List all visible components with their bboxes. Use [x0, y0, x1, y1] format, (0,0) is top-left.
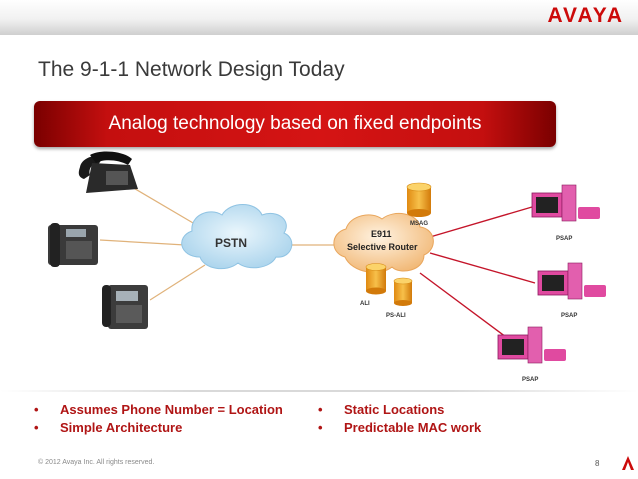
banner-text: Analog technology based on fixed endpoin… [108, 113, 482, 134]
bullet-glyph: • [34, 420, 39, 435]
page-number: 8 [595, 459, 600, 468]
psap-workstation-icon-1: PSAP [531, 184, 600, 242]
db-psali-label: PS-ALI [386, 313, 406, 319]
psap-label-2: PSAP [561, 313, 577, 319]
network-diagram: PSTN E911 Selective Router MSAG ALI PS-A… [48, 151, 606, 383]
db-ali-label: ALI [360, 301, 370, 307]
desk-phone-icon-1 [78, 151, 138, 193]
desk-phone-icon-2 [48, 223, 98, 267]
subtitle-banner: Analog technology based on fixed endpoin… [34, 101, 556, 147]
bullet-text: Predictable MAC work [344, 420, 482, 435]
link-router-psap2 [429, 252, 536, 284]
link-phone3-pstn [149, 264, 206, 301]
avaya-logo: AVAYA [547, 4, 624, 27]
copyright-text: © 2012 Avaya Inc. All rights reserved. [38, 459, 155, 466]
bullet-text: Assumes Phone Number = Location [60, 402, 283, 417]
bullet-glyph: • [318, 402, 323, 417]
avaya-a-logo-icon [622, 456, 634, 470]
bullet-glyph: • [318, 420, 323, 435]
pstn-label: PSTN [215, 236, 247, 250]
db-msag-icon: MSAG [406, 182, 432, 227]
psap-links [419, 206, 536, 341]
bullet-text: Simple Architecture [60, 420, 183, 435]
db-psali-icon: PS-ALI [386, 277, 413, 319]
divider [0, 390, 638, 392]
bullet-glyph: • [34, 402, 39, 417]
psap-label-3: PSAP [522, 377, 538, 383]
link-router-psap1 [429, 206, 533, 238]
bullet-text: Static Locations [344, 402, 445, 417]
desk-phone-icon-3 [102, 285, 148, 329]
link-phone2-pstn [99, 239, 186, 246]
db-msag-label: MSAG [410, 221, 428, 227]
header-bar: AVAYA [0, 0, 638, 35]
router-line1: E911 [371, 229, 392, 239]
db-ali-icon: ALI [360, 263, 387, 307]
psap-workstation-icon-3: PSAP [497, 326, 566, 383]
slide-title: The 9-1-1 Network Design Today [38, 58, 345, 81]
selective-router: E911 Selective Router [333, 212, 434, 273]
psap-label-1: PSAP [556, 236, 572, 242]
link-router-psap3 [419, 272, 511, 341]
pstn-cloud: PSTN [181, 204, 293, 270]
psap-workstation-icon-2: PSAP [537, 262, 606, 319]
router-line2: Selective Router [347, 242, 418, 252]
